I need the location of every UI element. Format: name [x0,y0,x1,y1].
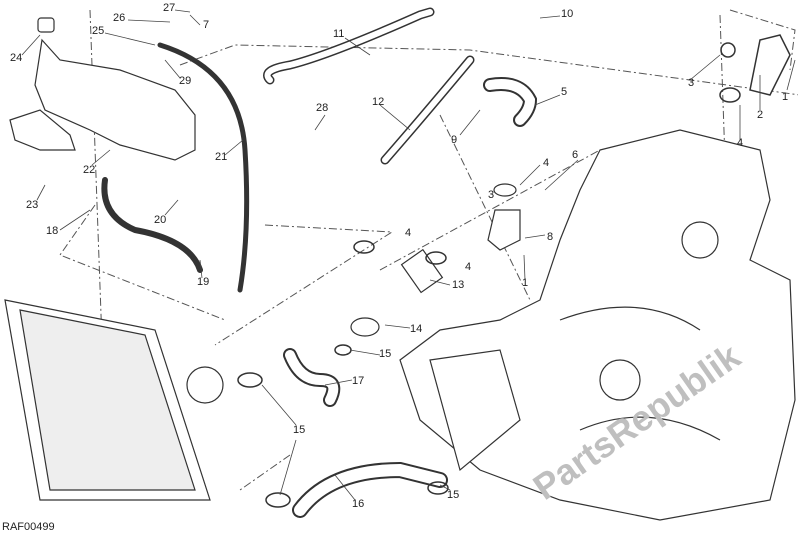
callout-14: 14 [410,323,423,335]
callout-2: 2 [757,109,764,121]
radiator [4,299,224,501]
callout-5: 5 [561,86,568,98]
engine [399,129,796,521]
callout-19: 19 [197,276,210,288]
callout-9: 9 [451,134,458,146]
callout-15: 15 [379,348,392,360]
callout-1: 1 [782,91,789,103]
callout-20: 20 [154,214,167,226]
callout-12: 12 [372,96,385,108]
callout-4: 4 [543,157,550,169]
callout-4: 4 [737,137,744,149]
thermostat [350,183,521,337]
callout-16: 16 [352,498,365,510]
callout-8: 8 [547,231,554,243]
callout-1: 1 [522,277,529,289]
callout-24: 24 [10,52,23,64]
callout-17: 17 [352,375,365,387]
callout-28: 28 [316,102,329,114]
callout-10: 10 [561,8,574,20]
callout-7: 7 [203,19,210,31]
diagram-code: RAF00499 [2,521,55,533]
callout-15: 15 [293,424,306,436]
expansion-tank [9,17,196,161]
callout-23: 23 [26,199,39,211]
callout-13: 13 [452,279,465,291]
callout-21: 21 [215,151,228,163]
callout-3: 3 [488,189,495,201]
callout-15: 15 [447,489,460,501]
callout-4: 4 [465,261,472,273]
callout-6: 6 [572,149,579,161]
callout-3: 3 [688,77,695,89]
callout-4: 4 [405,227,412,239]
callout-26: 26 [113,12,126,24]
callout-27: 27 [163,2,176,14]
callout-18: 18 [46,225,59,237]
callout-11: 11 [333,28,345,40]
callout-25: 25 [92,25,105,37]
callout-22: 22 [83,164,96,176]
tank-cap [37,17,55,33]
leader-lines [21,9,796,501]
callout-29: 29 [179,75,192,87]
